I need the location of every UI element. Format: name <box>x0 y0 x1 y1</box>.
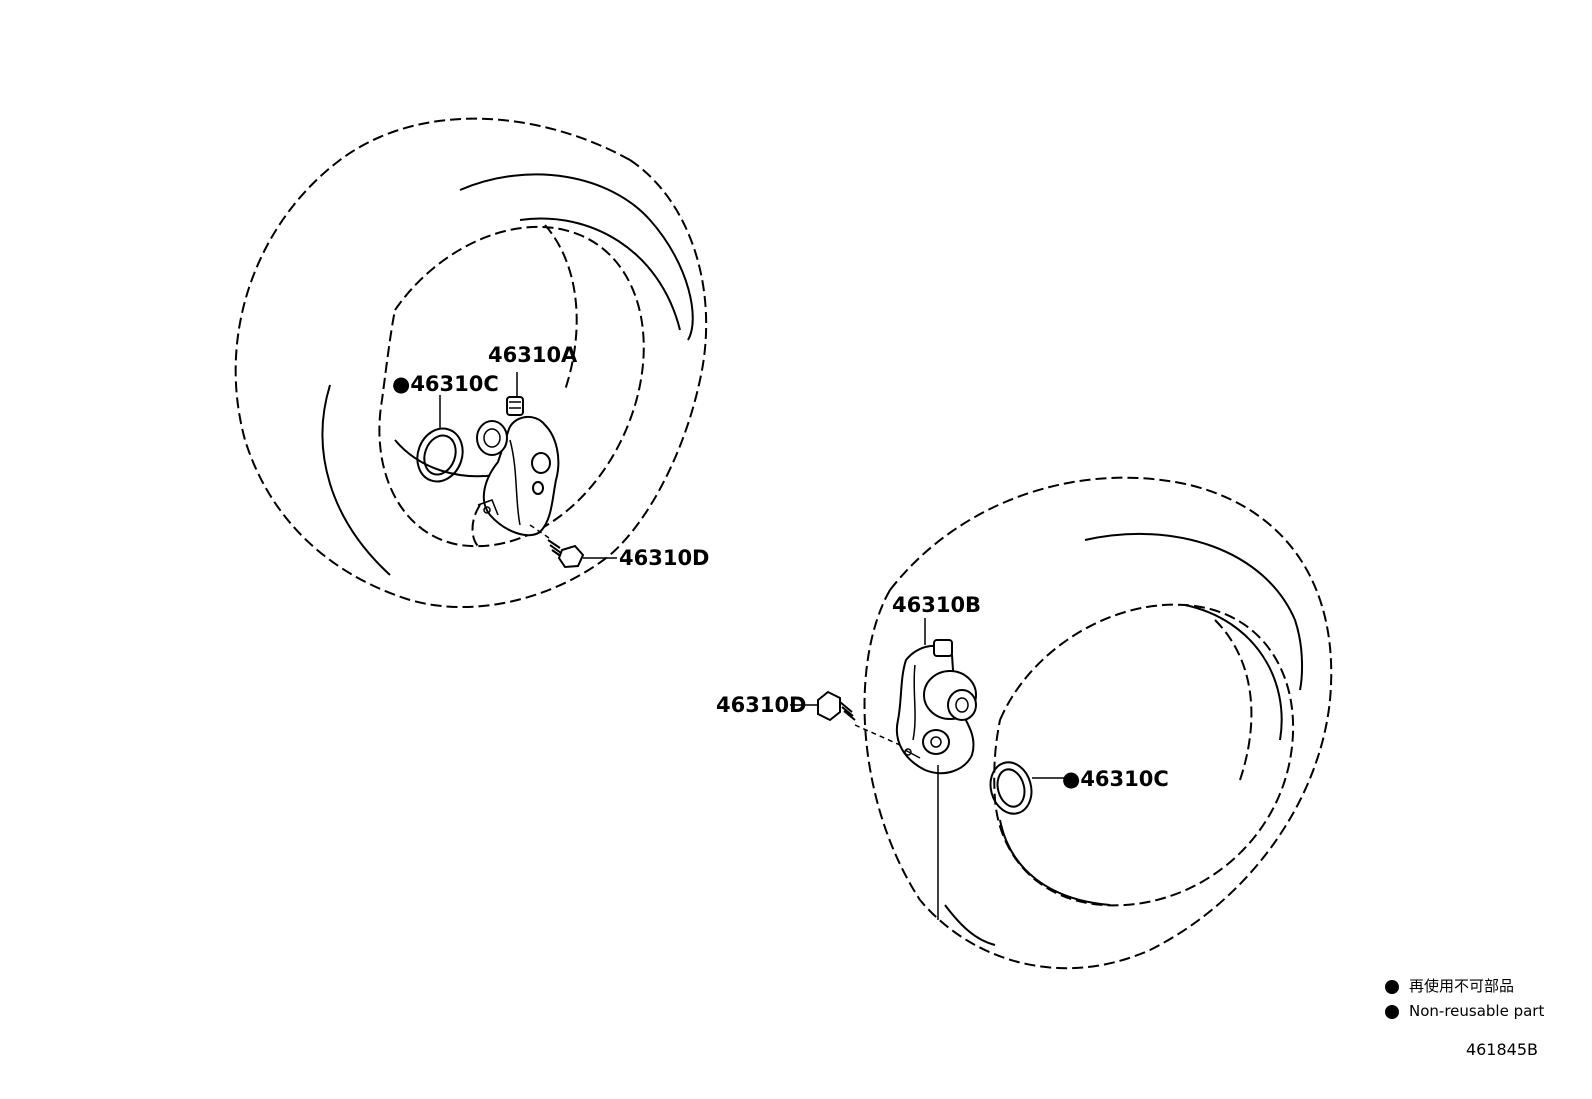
legend-row-japanese: 再使用不可部品 <box>1385 974 1544 999</box>
legend-row-english: Non-reusable part <box>1385 999 1544 1024</box>
legend-japanese-text: 再使用不可部品 <box>1409 977 1515 995</box>
left-bolt <box>529 524 617 569</box>
label-right-motor: 46310B <box>892 593 981 617</box>
right-bolt <box>790 690 901 746</box>
label-left-motor: 46310A <box>488 343 578 367</box>
right-wheel <box>863 476 1333 970</box>
legend: 再使用不可部品 Non-reusable part <box>1385 974 1544 1024</box>
reference-code: 461845B <box>1465 1040 1538 1059</box>
left-caliper-motor <box>476 372 560 537</box>
right-caliper-motor <box>895 618 977 920</box>
label-right-bolt: 46310D <box>716 693 807 717</box>
left-seal-ring <box>416 395 464 483</box>
right-seal-ring <box>989 761 1066 815</box>
non-reusable-dot-icon <box>1385 979 1399 994</box>
label-left-seal-ring: ●46310C <box>392 372 499 396</box>
left-wheel <box>234 117 708 608</box>
label-left-bolt: 46310D <box>619 546 710 570</box>
legend-english-text: Non-reusable part <box>1409 1002 1545 1020</box>
non-reusable-dot-icon <box>1385 1004 1399 1019</box>
label-right-seal-ring: ●46310C <box>1062 767 1169 791</box>
